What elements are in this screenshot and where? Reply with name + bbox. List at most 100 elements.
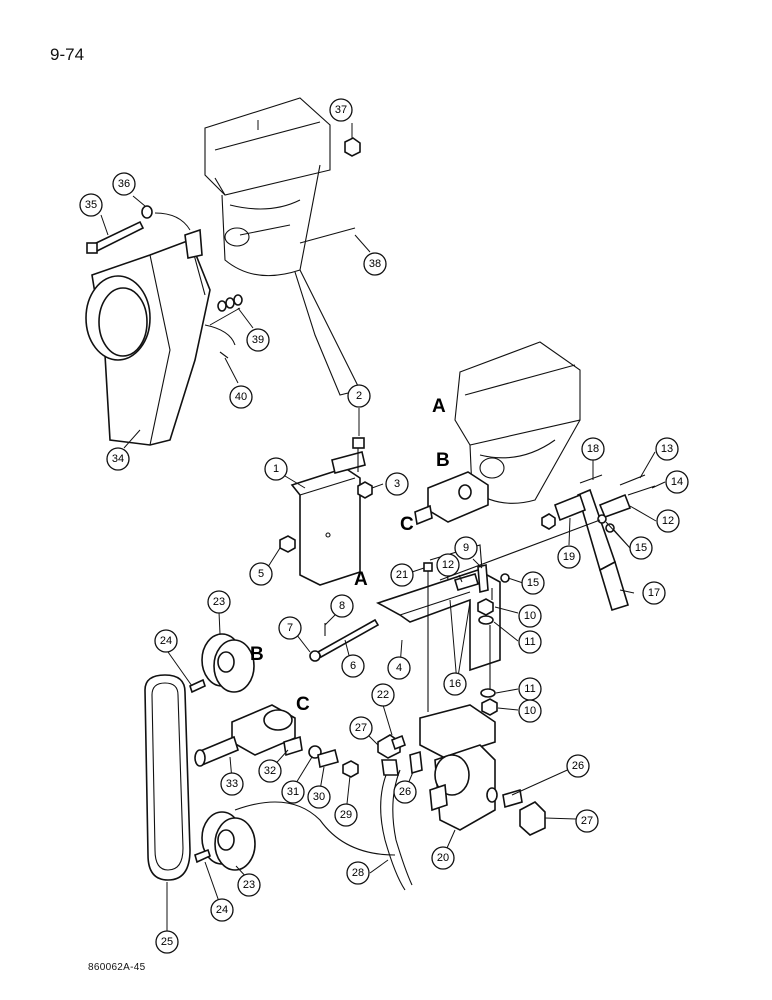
callout-6: 6	[341, 654, 365, 678]
svg-text:15: 15	[635, 542, 647, 554]
nut-3	[357, 481, 373, 499]
nut-10-upper	[477, 598, 494, 616]
nut-37	[344, 137, 361, 157]
svg-text:40: 40	[235, 391, 247, 403]
svg-text:4: 4	[396, 662, 402, 674]
svg-text:2: 2	[356, 390, 362, 402]
svg-text:24: 24	[216, 904, 228, 916]
callout-16: 16	[443, 672, 467, 696]
callout-36: 36	[112, 172, 136, 196]
svg-text:12: 12	[662, 515, 674, 527]
bolt-35	[86, 220, 145, 254]
callout-11-lower: 11	[518, 677, 542, 701]
callout-19: 19	[557, 545, 581, 569]
bracket-1	[290, 451, 366, 586]
belt-25	[144, 674, 191, 881]
callout-2: 2	[347, 384, 371, 408]
clip-40	[204, 324, 236, 359]
callout-5: 5	[249, 562, 273, 586]
ref-letter-a-lower: A	[354, 569, 368, 590]
ref-letter-c-upper: C	[400, 514, 414, 535]
svg-text:9: 9	[463, 542, 469, 554]
svg-text:23: 23	[243, 879, 255, 891]
fitting-26-left	[409, 750, 423, 775]
fitting-26-right	[502, 788, 523, 809]
callout-26-left: 26	[393, 780, 417, 804]
svg-text:38: 38	[369, 258, 381, 270]
callout-26-right: 26	[566, 754, 590, 778]
svg-text:19: 19	[563, 551, 575, 563]
callout-15-upper: 15	[629, 536, 653, 560]
svg-text:20: 20	[437, 852, 449, 864]
svg-text:30: 30	[313, 791, 325, 803]
svg-text:39: 39	[252, 334, 264, 346]
nut-5	[279, 535, 296, 553]
callout-22: 22	[371, 683, 395, 707]
pulley-lower	[201, 811, 256, 871]
callout-20: 20	[431, 846, 455, 870]
svg-text:10: 10	[524, 705, 536, 717]
pulley-shield	[85, 228, 211, 446]
callout-24-lower: 24	[210, 898, 234, 922]
callout-29: 29	[334, 803, 358, 827]
ref-letter-b-upper: B	[436, 450, 450, 471]
callout-9: 9	[454, 536, 478, 560]
svg-text:28: 28	[352, 867, 364, 879]
svg-text:24: 24	[160, 635, 172, 647]
bolt-9	[477, 563, 489, 594]
callout-10-upper: 10	[518, 604, 542, 628]
washer-15-lower	[500, 573, 510, 583]
callout-14: 14	[665, 470, 689, 494]
svg-text:23: 23	[213, 596, 225, 608]
coupler-c-upper	[414, 471, 489, 526]
page-number: 9-74	[50, 45, 85, 64]
callout-3: 3	[385, 472, 409, 496]
svg-text:15: 15	[527, 577, 539, 589]
callout-28: 28	[346, 861, 370, 885]
ref-letter-a-upper: A	[432, 396, 446, 417]
svg-text:35: 35	[85, 199, 97, 211]
hose-end	[381, 759, 399, 776]
svg-text:16: 16	[449, 678, 461, 690]
fitting-22	[391, 734, 406, 751]
svg-text:11: 11	[524, 683, 535, 695]
callout-18: 18	[581, 437, 605, 461]
svg-text:33: 33	[226, 778, 238, 790]
callout-33: 33	[220, 772, 244, 796]
callout-1: 1	[264, 457, 288, 481]
nut-29	[342, 760, 359, 778]
callout-27-left: 27	[349, 716, 373, 740]
svg-text:26: 26	[572, 760, 584, 772]
upper-gearbox	[204, 97, 361, 396]
linkage-rod-17	[577, 488, 629, 612]
bolt-21	[423, 562, 433, 712]
link-12-upper	[598, 493, 632, 519]
washer-11-lower	[480, 688, 496, 698]
pin-38	[299, 227, 356, 244]
callout-15-lower: 15	[521, 571, 545, 595]
washer-15-b	[605, 523, 615, 533]
svg-text:17: 17	[648, 587, 660, 599]
svg-text:34: 34	[112, 453, 124, 465]
callout-30: 30	[307, 785, 331, 809]
connection-line	[234, 801, 396, 856]
callout-17: 17	[642, 581, 666, 605]
callout-13: 13	[655, 437, 679, 461]
callout-25: 25	[155, 930, 179, 954]
svg-text:8: 8	[339, 600, 345, 612]
nut-link	[541, 513, 556, 530]
svg-text:10: 10	[524, 610, 536, 622]
callout-24-upper: 24	[154, 629, 178, 653]
bolt-14	[627, 485, 656, 496]
callout-12-upper: 12	[656, 509, 680, 533]
svg-text:18: 18	[587, 443, 599, 455]
washer-11-upper	[478, 615, 494, 625]
callout-8: 8	[330, 594, 354, 618]
svg-text:5: 5	[258, 568, 264, 580]
svg-text:37: 37	[335, 104, 347, 116]
svg-text:11: 11	[524, 636, 535, 648]
washer-15-a	[597, 514, 607, 524]
callout-32: 32	[258, 759, 282, 783]
ref-letter-b-lower: B	[250, 644, 264, 665]
gearbox-20	[419, 704, 498, 831]
